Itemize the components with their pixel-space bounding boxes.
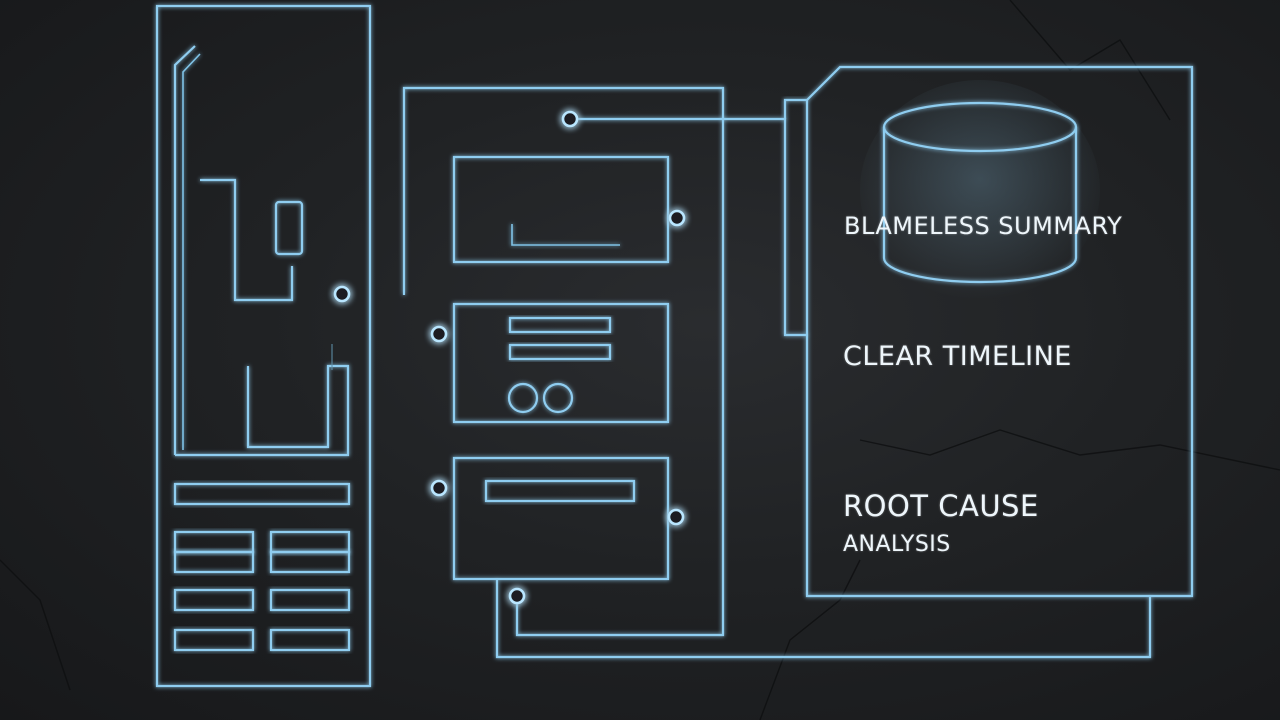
- server-rack-outline: [155, 4, 372, 688]
- report-card-3: [452, 456, 670, 581]
- connector-nodes: [333, 110, 686, 605]
- connector-lines: [331, 86, 1152, 659]
- database-cylinder-icon: [860, 80, 1100, 300]
- root-cause-label: ROOT CAUSE: [843, 489, 1039, 523]
- report-card-2: [452, 302, 670, 424]
- summary-panel-outline: [805, 65, 1194, 598]
- blameless-summary-label: BLAMELESS SUMMARY: [844, 212, 1123, 240]
- analysis-label: ANALYSIS: [843, 532, 951, 557]
- clear-timeline-label: CLEAR TIMELINE: [843, 341, 1072, 372]
- report-card-1: [452, 155, 670, 264]
